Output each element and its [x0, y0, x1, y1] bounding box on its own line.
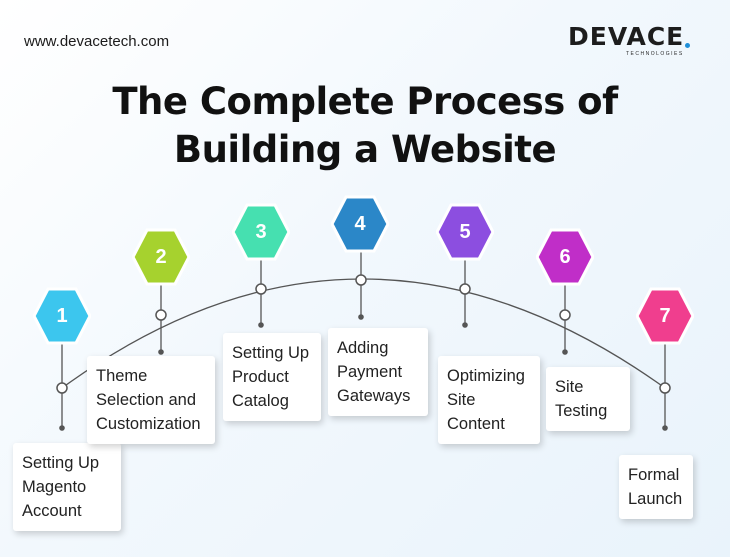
step-2-hexagon: 2: [132, 228, 190, 286]
step-3-number: 3: [255, 221, 267, 243]
step-1-card: Setting Up Magento Account: [13, 443, 121, 531]
step-7-number: 7: [659, 305, 671, 327]
step-4-card: Adding Payment Gateways: [328, 328, 428, 416]
hexagon-shape: [132, 228, 190, 286]
step-1-end-dot: [59, 425, 65, 431]
step-5-number: 5: [459, 221, 471, 243]
devace-logo: DEVACE TECHNOLOGIES: [568, 22, 693, 58]
logo-dot-icon: [685, 43, 690, 48]
website-url: www.devacetech.com: [24, 33, 170, 50]
step-5-arc-node: [459, 283, 471, 295]
hexagon-shape: [232, 203, 290, 261]
step-1-number: 1: [56, 305, 68, 327]
step-3-hexagon: 3: [232, 203, 290, 261]
page-title-line-1: The Complete Process of: [112, 80, 618, 123]
step-3-card: Setting Up Product Catalog: [223, 333, 321, 421]
step-4-number: 4: [354, 213, 366, 235]
step-2-number: 2: [155, 246, 167, 268]
step-6-arc-node: [559, 309, 571, 321]
hexagon-shape: [436, 203, 494, 261]
page-title-line-2: Building a Website: [173, 128, 557, 171]
step-6-number: 6: [559, 246, 571, 268]
step-3-end-dot: [258, 322, 264, 328]
hexagon-shape: [33, 287, 91, 345]
step-2-card: Theme Selection and Customization: [87, 356, 215, 444]
step-7-arc-node: [659, 382, 671, 394]
step-7-card: Formal Launch: [619, 455, 693, 519]
step-1-arc-node: [56, 382, 68, 394]
step-4-arc-node: [355, 274, 367, 286]
step-6-hexagon: 6: [536, 228, 594, 286]
logo-wordmark: DEVACE: [568, 22, 685, 51]
step-5-card: Optimizing Site Content: [438, 356, 540, 444]
step-7-end-dot: [662, 425, 668, 431]
step-6-card: Site Testing: [546, 367, 630, 431]
step-2-arc-node: [155, 309, 167, 321]
step-6-end-dot: [562, 349, 568, 355]
step-7-hexagon: 7: [636, 287, 694, 345]
logo-subtitle: TECHNOLOGIES: [626, 51, 684, 57]
hexagon-shape: [331, 195, 389, 253]
step-4-end-dot: [358, 314, 364, 320]
step-2-end-dot: [158, 349, 164, 355]
step-4-hexagon: 4: [331, 195, 389, 253]
step-5-end-dot: [462, 322, 468, 328]
step-3-arc-node: [255, 283, 267, 295]
hexagon-shape: [536, 228, 594, 286]
hexagon-shape: [636, 287, 694, 345]
step-1-hexagon: 1: [33, 287, 91, 345]
step-5-hexagon: 5: [436, 203, 494, 261]
